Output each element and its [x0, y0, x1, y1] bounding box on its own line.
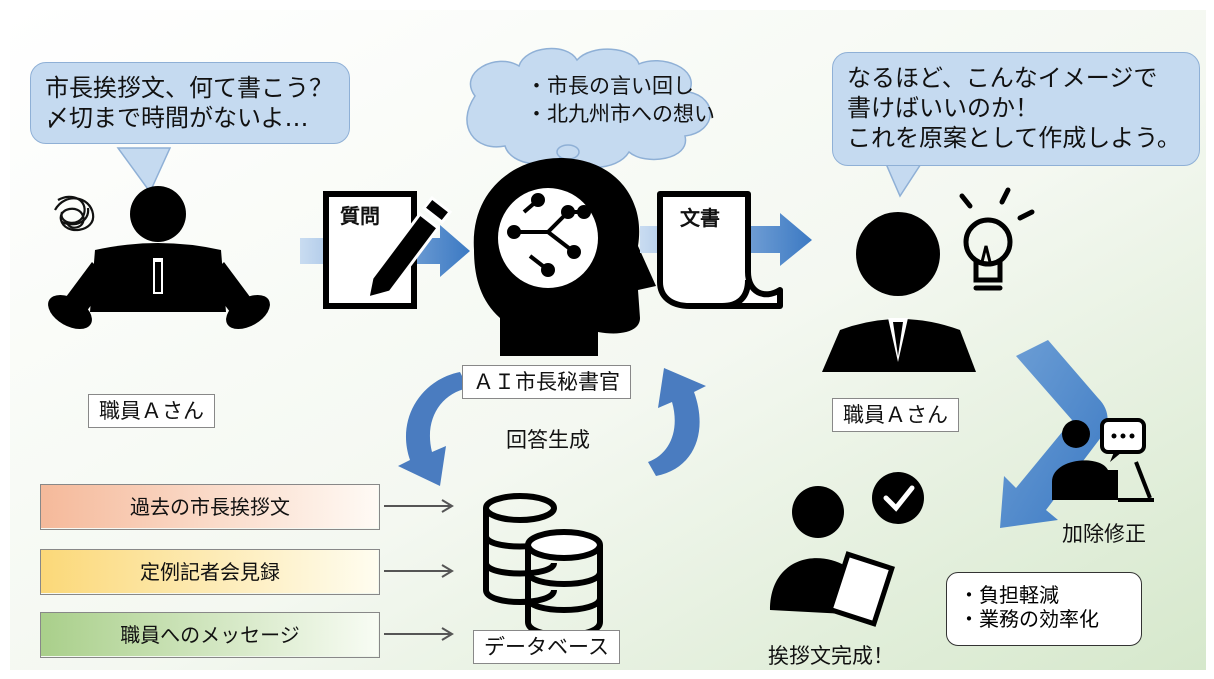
benefit-item: ・業務の効率化: [959, 607, 1099, 631]
flow-arrow-edit: [1000, 340, 1108, 528]
staff-right-speech-bubble: なるほど、こんなイメージで 書けばいいのか！ これを原案として作成しよう。: [832, 52, 1200, 166]
staff-head: [130, 186, 186, 242]
speech-line: これを原案として作成しよう。: [847, 124, 1181, 152]
staff-left-speech-bubble: 市長挨拶文、何て書こう？ 〆切まで時間がないよ…: [30, 62, 350, 144]
cycle-arrow-left: [398, 372, 468, 486]
staff-left-label: 職員Ａさん: [88, 394, 215, 428]
completion-label: 挨拶文完成！: [768, 644, 894, 668]
thought-cloud: [466, 47, 711, 169]
thought-cloud-text: ・市長の言い回し ・北九州市への想い: [526, 72, 715, 128]
source-press-conferences: 定例記者会見録: [40, 549, 380, 595]
source-bg-1: [40, 484, 378, 528]
source-bg-3: [40, 612, 378, 656]
source-arrows: [384, 499, 454, 641]
speech-line: 書けばいいのか！: [847, 94, 1039, 122]
check-circle-icon: [872, 472, 924, 524]
ai-head-icon: [473, 158, 656, 356]
benefits-box: ・負担軽減 ・業務の効率化: [946, 572, 1142, 646]
completion-person-icon: [770, 472, 924, 627]
source-past-greetings: 過去の市長挨拶文: [40, 484, 380, 530]
question-document-icon: [323, 191, 453, 309]
lightbulb-icon: [959, 187, 1035, 291]
speech-line: 市長挨拶文、何て書こう？: [45, 74, 333, 102]
speech-line: 〆切まで時間がないよ…: [45, 104, 309, 132]
generate-answer-label: 回答生成: [506, 428, 590, 452]
document-scroll-icon: [657, 191, 783, 309]
staff-head-right: [856, 212, 940, 296]
thought-line: ・市長の言い回し: [526, 74, 694, 98]
database-label: データベース: [473, 630, 620, 664]
thought-line: ・北九州市への想い: [526, 102, 715, 126]
source-staff-messages: 職員へのメッセージ: [40, 612, 380, 658]
editing-person-icon: [1052, 418, 1154, 502]
staff-left-figure: [48, 147, 270, 330]
cycle-arrow-right: [648, 368, 706, 476]
benefit-item: ・負担軽減: [959, 583, 1059, 607]
edit-label: 加除修正: [1062, 522, 1146, 546]
worry-scribble-icon: [54, 195, 95, 232]
document-label: 文書: [680, 206, 720, 230]
question-label: 質問: [340, 204, 380, 228]
ai-secretary-label: ＡＩ市長秘書官: [462, 365, 631, 399]
staff-right-label: 職員Ａさん: [832, 398, 959, 432]
speech-line: なるほど、こんなイメージで: [847, 64, 1158, 92]
source-bg-2: [40, 549, 378, 593]
database-icon: [483, 493, 603, 639]
